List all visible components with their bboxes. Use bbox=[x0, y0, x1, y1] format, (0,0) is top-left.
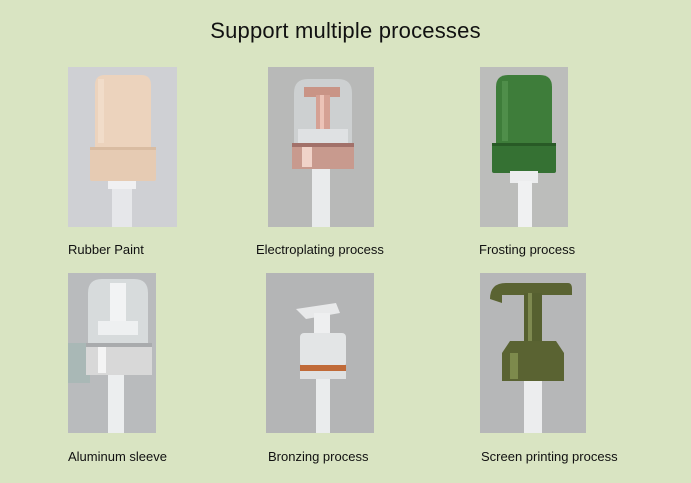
screen-printing-photo bbox=[480, 273, 586, 433]
frosting-photo bbox=[480, 67, 568, 227]
frosting-caption: Frosting process bbox=[479, 242, 576, 257]
rubber-paint-caption: Rubber Paint bbox=[68, 242, 144, 257]
screen-printing-caption: Screen printing process bbox=[481, 449, 618, 464]
electroplating-caption: Electroplating process bbox=[256, 242, 384, 257]
bronzing-photo bbox=[266, 273, 374, 433]
electroplating-photo bbox=[268, 67, 374, 227]
aluminum-sleeve-caption: Aluminum sleeve bbox=[68, 449, 167, 464]
aluminum-sleeve-photo bbox=[68, 273, 156, 433]
rubber-paint-photo bbox=[68, 67, 177, 227]
page-title: Support multiple processes bbox=[210, 18, 481, 43]
bronzing-caption: Bronzing process bbox=[268, 449, 369, 464]
